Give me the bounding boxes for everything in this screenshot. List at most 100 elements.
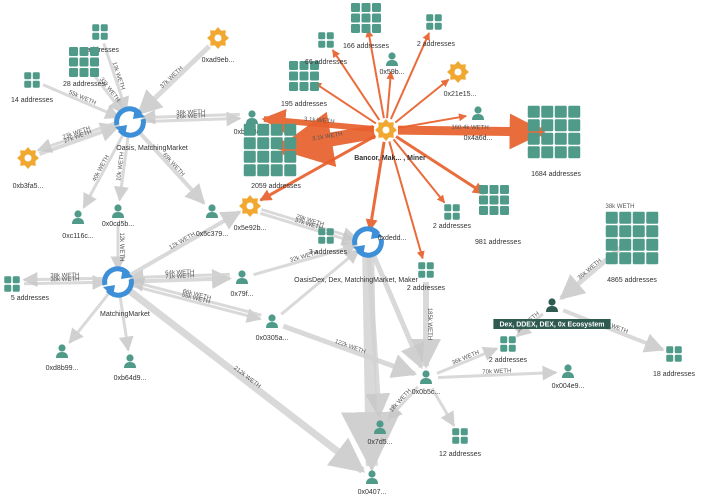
edge-mm-u305[interactable] <box>129 283 262 323</box>
node-a1684[interactable] <box>527 105 581 159</box>
edge-u458-oasis[interactable] <box>140 109 240 125</box>
edge-oasis-u116[interactable] <box>82 131 126 209</box>
edge-oasis-g2[interactable] <box>36 120 118 153</box>
edge-mm-u64d[interactable] <box>118 293 134 352</box>
node-label: 0x0305a... <box>256 335 289 342</box>
node-a2[interactable] <box>92 24 108 40</box>
edge-u305-mm[interactable] <box>129 277 262 317</box>
node-label: 2 addresses <box>407 285 446 292</box>
node-dex[interactable] <box>546 298 558 312</box>
node-u407[interactable] <box>366 470 378 484</box>
node-label: 0x5c379... <box>196 231 228 238</box>
node-a14[interactable] <box>24 72 40 88</box>
node-u64d[interactable] <box>124 354 136 368</box>
node-u8b9[interactable] <box>56 344 68 358</box>
edge-u305-ex2[interactable] <box>280 248 360 316</box>
node-oasis[interactable] <box>114 106 146 138</box>
edge-hub-a2b[interactable] <box>389 32 431 120</box>
edge-oasis-u5c3[interactable] <box>136 129 206 205</box>
edge-hub-u458[interactable] <box>261 109 375 133</box>
edge-label: 12k WETH <box>118 232 124 261</box>
edge-hub-g4[interactable] <box>394 78 450 124</box>
node-label: 28 addresses <box>63 81 106 88</box>
node-label: Bancor, Mak... , Miner <box>354 155 426 162</box>
node-a195[interactable] <box>289 61 319 91</box>
node-a2e[interactable] <box>500 336 516 352</box>
node-a2059[interactable] <box>243 123 297 177</box>
node-ex2[interactable] <box>352 226 384 258</box>
edge-mm-u8b9[interactable] <box>68 290 112 344</box>
edge-a5-mm[interactable] <box>23 274 108 290</box>
edge-oasis-u0cd[interactable] <box>113 133 130 202</box>
node-g1[interactable] <box>207 27 229 49</box>
edge-mm-u79f[interactable] <box>129 268 233 289</box>
edge-u0b5-u7d5[interactable] <box>387 385 419 421</box>
edge-u0b5-u4e9[interactable] <box>437 365 558 381</box>
node-a18[interactable] <box>666 346 682 362</box>
node-a3[interactable] <box>318 228 334 244</box>
node-label: Dex, DDEX, DEX, 0x Ecosystem <box>499 322 604 329</box>
node-a12[interactable] <box>452 428 468 444</box>
highlight-label-box <box>493 319 611 329</box>
edge-hub-a2d[interactable] <box>388 141 425 260</box>
edge-ex2-u7d5[interactable] <box>365 253 391 419</box>
node-g2[interactable] <box>17 147 39 169</box>
node-hub[interactable] <box>375 119 397 141</box>
edge-label: 40k WETH <box>92 154 111 182</box>
edge-u0b5-a12[interactable] <box>430 387 456 427</box>
edge-mm-u407[interactable] <box>125 286 366 474</box>
node-u59b[interactable] <box>386 52 398 66</box>
node-u5c3[interactable] <box>206 204 218 218</box>
edge-u79f-mm[interactable] <box>128 269 230 285</box>
node-u4a6[interactable] <box>472 106 484 120</box>
node-label: 0x0cd5b... <box>102 221 134 228</box>
node-g4[interactable] <box>447 61 469 83</box>
node-a166[interactable] <box>351 3 381 33</box>
edge-mm-a5[interactable] <box>22 272 106 288</box>
node-u0b5[interactable] <box>420 370 432 384</box>
edge-oasis-u458[interactable] <box>141 111 242 127</box>
edge-dex-a18[interactable] <box>562 308 665 353</box>
node-u458[interactable] <box>246 110 258 124</box>
node-u0cd[interactable] <box>112 204 124 218</box>
edge-hub-a195[interactable] <box>313 81 377 125</box>
node-a2c[interactable] <box>444 204 460 220</box>
edge-u0b5-a2e[interactable] <box>436 346 499 375</box>
edge-label: 69k WETH <box>161 152 185 177</box>
node-u4e9[interactable] <box>562 364 574 378</box>
node-a66[interactable] <box>318 32 334 48</box>
edge-g3-ex2[interactable] <box>259 211 357 246</box>
edge-hub-a1684[interactable] <box>397 113 546 150</box>
edge-hub-a166[interactable] <box>365 29 385 119</box>
node-u305[interactable] <box>266 314 278 328</box>
node-a981[interactable] <box>479 185 509 215</box>
edge-hub-u59b[interactable] <box>386 71 395 119</box>
edge-hub-a2059[interactable] <box>276 111 376 167</box>
node-u79f[interactable] <box>236 270 248 284</box>
node-a4865[interactable] <box>605 211 659 265</box>
edge-label: 38k WETH <box>605 204 634 210</box>
edge-hub-ex2[interactable] <box>365 141 386 232</box>
node-mm[interactable] <box>102 266 134 298</box>
edge-ex2-u0b5[interactable] <box>370 252 424 370</box>
node-a2d[interactable] <box>418 262 434 278</box>
node-label: 12 addresses <box>439 451 482 458</box>
edge-label: 3.1k WETH <box>312 131 343 142</box>
edge-u79f-ex2[interactable] <box>253 241 358 277</box>
edge-g1-oasis[interactable] <box>136 44 212 116</box>
edge-hub-a2c[interactable] <box>392 138 446 204</box>
node-u7d5[interactable] <box>374 420 386 434</box>
edge-hub-u4a6[interactable] <box>397 113 467 129</box>
edge-u305-u0b5[interactable] <box>282 323 418 378</box>
node-a28[interactable] <box>69 47 99 77</box>
node-a5[interactable] <box>4 276 20 292</box>
edge-hub-g3[interactable] <box>259 134 377 202</box>
edge-hub-a66[interactable] <box>331 49 381 121</box>
edge-mm-g3[interactable] <box>127 210 242 278</box>
edge-hub-a981[interactable] <box>395 135 485 195</box>
node-g3[interactable] <box>239 195 261 217</box>
node-u116[interactable] <box>72 210 84 224</box>
node-a2b[interactable] <box>426 14 442 30</box>
edge-a14-oasis[interactable] <box>42 83 121 119</box>
